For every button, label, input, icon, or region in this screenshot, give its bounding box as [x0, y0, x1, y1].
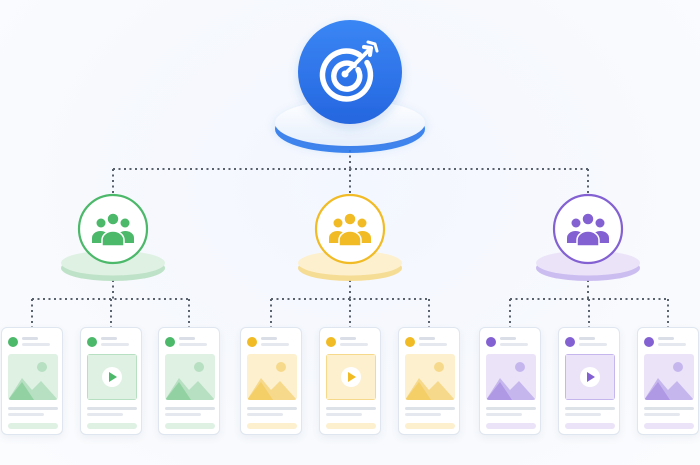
card-header-line	[579, 337, 595, 340]
card-header-line	[340, 343, 368, 346]
card-text-line	[565, 413, 601, 416]
card-text-line	[326, 413, 362, 416]
card-text-line	[8, 407, 58, 410]
card-text-line	[87, 413, 123, 416]
card-action-bar[interactable]	[165, 423, 215, 429]
card-media	[87, 354, 137, 400]
image-icon	[247, 354, 297, 400]
card-media	[165, 354, 215, 400]
image-icon	[486, 354, 536, 400]
avatar-dot	[247, 337, 257, 347]
card-text-line	[247, 407, 297, 410]
card-header-line	[579, 343, 607, 346]
card-header-line	[179, 337, 195, 340]
card-text-line	[565, 407, 615, 410]
content-card[interactable]	[80, 327, 142, 435]
card-media	[247, 354, 297, 400]
card-text-line	[87, 407, 137, 410]
card-text-line	[8, 413, 44, 416]
group-node-yellow	[298, 193, 402, 281]
card-action-bar[interactable]	[326, 423, 376, 429]
card-header-line	[22, 343, 50, 346]
card-header-line	[419, 337, 435, 340]
audience-group-icon	[92, 212, 134, 247]
card-text-line	[405, 413, 441, 416]
avatar-dot	[565, 337, 575, 347]
avatar-dot	[644, 337, 654, 347]
avatar-dot	[165, 337, 175, 347]
content-card[interactable]	[240, 327, 302, 435]
image-icon	[644, 354, 694, 400]
card-header-line	[179, 343, 207, 346]
content-card[interactable]	[158, 327, 220, 435]
card-text-line	[405, 407, 455, 410]
card-media	[486, 354, 536, 400]
card-header-line	[658, 337, 674, 340]
card-media	[326, 354, 376, 400]
card-text-line	[486, 407, 536, 410]
play-video-icon	[87, 354, 137, 400]
dotted-connector	[31, 150, 669, 327]
content-card[interactable]	[558, 327, 620, 435]
content-card[interactable]	[398, 327, 460, 435]
card-media	[565, 354, 615, 400]
content-card[interactable]	[637, 327, 699, 435]
card-header-line	[340, 337, 356, 340]
card-action-bar[interactable]	[247, 423, 297, 429]
avatar-dot	[8, 337, 18, 347]
card-text-line	[644, 413, 680, 416]
image-icon	[405, 354, 455, 400]
image-icon	[165, 354, 215, 400]
card-text-line	[486, 413, 522, 416]
play-video-icon	[326, 354, 376, 400]
card-text-line	[644, 407, 694, 410]
avatar-dot	[326, 337, 336, 347]
audience-group-icon	[567, 212, 609, 247]
group-node-purple	[536, 193, 640, 281]
card-header-line	[261, 343, 289, 346]
group-node-green	[61, 193, 165, 281]
card-action-bar[interactable]	[644, 423, 694, 429]
card-header-line	[500, 337, 516, 340]
card-text-line	[165, 413, 201, 416]
card-action-bar[interactable]	[87, 423, 137, 429]
avatar-dot	[405, 337, 415, 347]
card-action-bar[interactable]	[8, 423, 58, 429]
card-header-line	[500, 343, 528, 346]
card-media	[644, 354, 694, 400]
content-card[interactable]	[479, 327, 541, 435]
card-text-line	[326, 407, 376, 410]
card-text-line	[165, 407, 215, 410]
content-card[interactable]	[1, 327, 63, 435]
card-media	[8, 354, 58, 400]
audience-group-icon	[329, 212, 371, 247]
card-header-line	[101, 343, 129, 346]
content-card[interactable]	[319, 327, 381, 435]
card-action-bar[interactable]	[486, 423, 536, 429]
card-text-line	[247, 413, 283, 416]
play-video-icon	[565, 354, 615, 400]
card-header-line	[101, 337, 117, 340]
card-header-line	[22, 337, 38, 340]
card-header-line	[419, 343, 447, 346]
card-action-bar[interactable]	[405, 423, 455, 429]
card-header-line	[261, 337, 277, 340]
image-icon	[8, 354, 58, 400]
avatar-dot	[486, 337, 496, 347]
card-media	[405, 354, 455, 400]
avatar-dot	[87, 337, 97, 347]
card-action-bar[interactable]	[565, 423, 615, 429]
card-header-line	[658, 343, 686, 346]
